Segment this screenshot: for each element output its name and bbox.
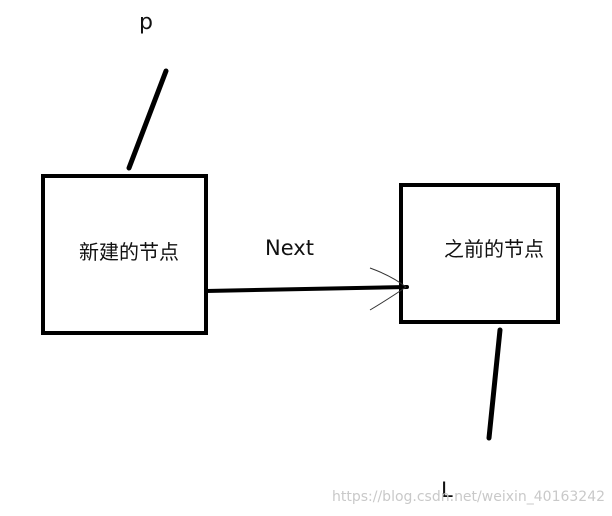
pointer-L-line (486, 327, 503, 441)
next-arrow-head (369, 267, 407, 311)
new-node-box (41, 174, 208, 335)
pointer-L-label: L (441, 478, 453, 502)
prev-node-box (399, 183, 560, 324)
watermark: https://blog.csdn.net/weixin_40163242 (332, 489, 606, 505)
pointer-p-label: p (139, 10, 153, 35)
prev-node-label: 之前的节点 (444, 237, 544, 261)
new-node-label: 新建的节点 (79, 240, 179, 264)
pointer-p-line (126, 68, 169, 171)
next-label: Next (265, 236, 314, 260)
next-arrow-line (204, 285, 409, 293)
